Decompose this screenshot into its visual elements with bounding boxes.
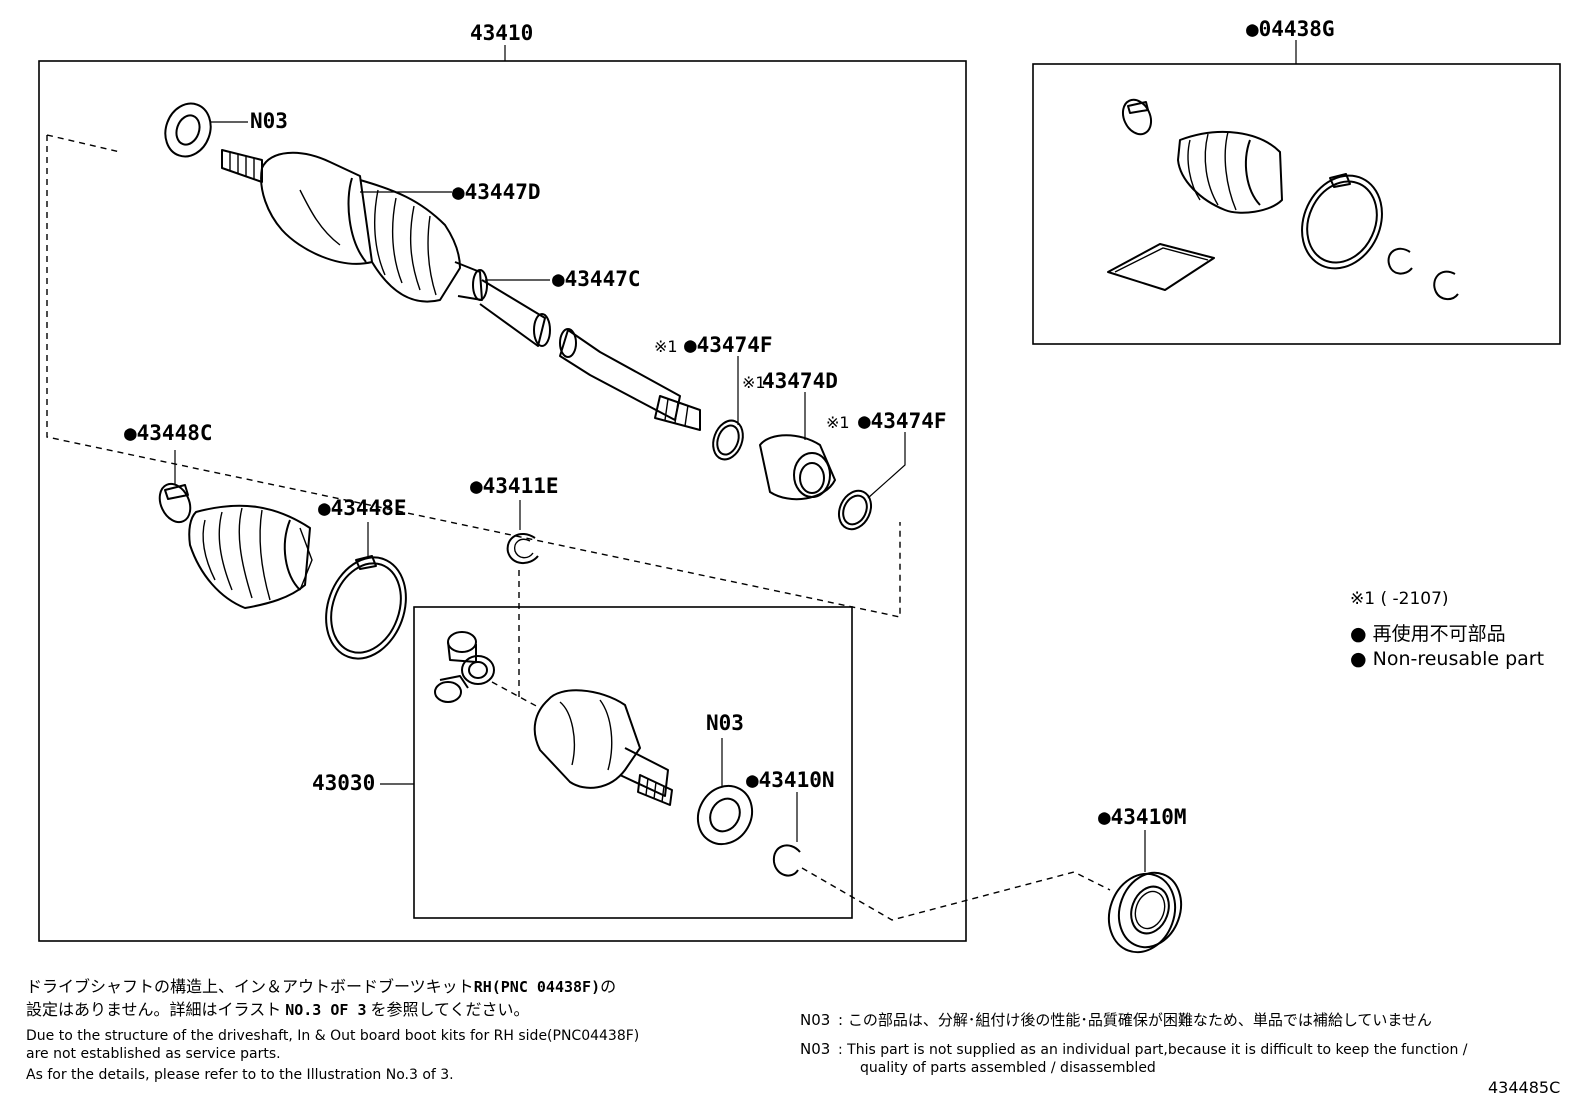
label-43410: 43410 bbox=[470, 21, 533, 45]
label-43410n: ●43410N bbox=[746, 768, 835, 792]
inner-boot-clamp-part bbox=[158, 482, 192, 524]
note-jp-line1: ドライブシャフトの構造上、イン＆アウトボードブーツキットRH(PNC 04438… bbox=[26, 977, 616, 996]
outer-seal-part bbox=[164, 102, 212, 158]
label-04438g: ●04438G bbox=[1246, 17, 1335, 41]
label-43447d: ●43447D bbox=[452, 180, 541, 204]
tripod-joint-part bbox=[434, 631, 541, 709]
n03-jp-key: N03 bbox=[800, 1011, 830, 1029]
retaining-ring-2-part bbox=[837, 489, 873, 531]
snap-ring-part bbox=[506, 533, 539, 564]
label-43474f-1: ●43474F bbox=[684, 333, 773, 357]
label-43411e: ●43411E bbox=[470, 474, 559, 498]
label-43474d: 43474D bbox=[762, 369, 838, 393]
label-43448c: ●43448C bbox=[124, 421, 213, 445]
boot-kit-parts bbox=[1107, 98, 1459, 300]
note-mark-3: ※1 bbox=[826, 413, 850, 432]
label-43448e: ●43448E bbox=[318, 496, 407, 520]
n03-en-text-1: : This part is not supplied as an indivi… bbox=[838, 1042, 1468, 1058]
label-43410m: ●43410M bbox=[1098, 805, 1187, 829]
figure-number: 434485C bbox=[1488, 1078, 1560, 1097]
dynamic-damper-part bbox=[759, 434, 836, 501]
label-n03-top: N03 bbox=[250, 109, 288, 133]
n03-jp-text: : この部品は、分解･組付け後の性能･品質確保が困難なため、単品では補給していま… bbox=[838, 1011, 1432, 1029]
note-en-line3: As for the details, please refer to to t… bbox=[26, 1067, 454, 1083]
legend-en: ● Non-reusable part bbox=[1350, 648, 1544, 670]
retaining-ring-1-part bbox=[712, 419, 744, 461]
legend-range: ※1 ( -2107) bbox=[1350, 589, 1449, 609]
n03-en-text-2: quality of parts assembled / disassemble… bbox=[860, 1060, 1156, 1076]
note-mark-2: ※1 bbox=[742, 373, 766, 392]
label-43447c: ●43447C bbox=[552, 267, 641, 291]
label-n03-bottom: N03 bbox=[706, 711, 744, 735]
inner-boot-part bbox=[188, 504, 313, 609]
outer-joint-shaft-part bbox=[221, 149, 701, 431]
note-en-line2: are not established as service parts. bbox=[26, 1046, 281, 1062]
label-43030: 43030 bbox=[312, 771, 375, 795]
legend-jp: ● 再使用不可部品 bbox=[1350, 623, 1506, 645]
note-en-line1: Due to the structure of the driveshaft, … bbox=[26, 1028, 639, 1044]
center-bearing-part bbox=[1107, 871, 1183, 954]
inboard-joint-frame bbox=[413, 606, 853, 919]
note-mark-1: ※1 bbox=[654, 337, 678, 356]
inner-boot-band-part bbox=[325, 555, 407, 660]
label-43474f-2: ●43474F bbox=[858, 409, 947, 433]
inner-snap-ring-part bbox=[772, 844, 801, 877]
dashed-subassembly-outline bbox=[46, 134, 901, 618]
main-assembly-frame bbox=[38, 45, 967, 942]
inner-seal-part bbox=[696, 784, 754, 846]
inner-joint-housing-part bbox=[533, 689, 673, 806]
n03-en-key: N03 bbox=[800, 1040, 830, 1058]
boot-kit-frame bbox=[1032, 40, 1561, 345]
